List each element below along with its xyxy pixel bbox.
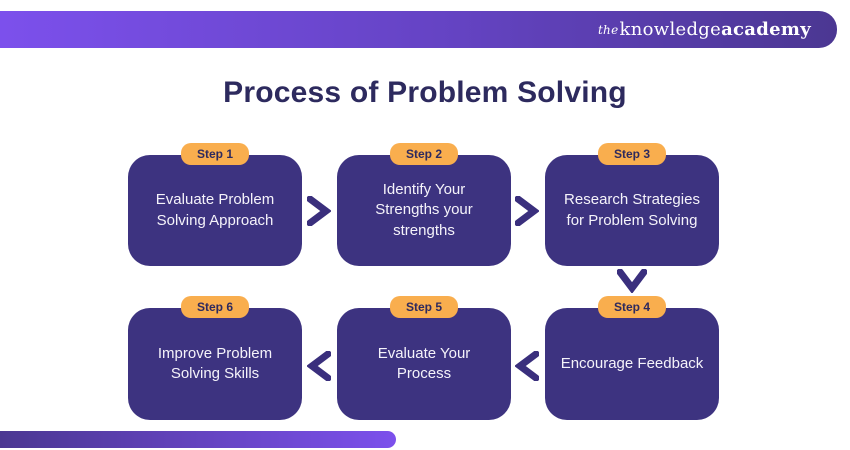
bottom-accent-bar: [0, 431, 396, 448]
step-3-badge: Step 3: [597, 143, 667, 165]
step-1-card: Step 1 Evaluate Problem Solving Approach: [128, 143, 302, 266]
step-6-card: Step 6 Improve Problem Solving Skills: [128, 296, 302, 420]
logo-word-academy: academy: [721, 19, 811, 40]
page-title: Process of Problem Solving: [223, 76, 627, 109]
step-1-box: Evaluate Problem Solving Approach: [128, 155, 302, 266]
step-2-badge: Step 2: [389, 143, 459, 165]
step-4-box: Encourage Feedback: [545, 308, 719, 420]
step-6-badge: Step 6: [180, 296, 250, 318]
step-2-box: Identify Your Strengths your strengths: [337, 155, 511, 266]
arrow-left-step5-to-step6: [307, 351, 331, 381]
arrow-left-step4-to-step5: [515, 351, 539, 381]
logo-word-knowledge: knowledge: [619, 19, 722, 40]
step-5-card: Step 5 Evaluate Your Process: [337, 296, 511, 420]
step-5-box: Evaluate Your Process: [337, 308, 511, 420]
step-5-badge: Step 5: [389, 296, 459, 318]
arrow-right-step1-to-step2: [307, 196, 331, 226]
logo-word-the: the: [597, 22, 619, 37]
step-1-badge: Step 1: [180, 143, 250, 165]
step-3-box: Research Strategies for Problem Solving: [545, 155, 719, 266]
step-4-card: Step 4 Encourage Feedback: [545, 296, 719, 420]
step-3-card: Step 3 Research Strategies for Problem S…: [545, 143, 719, 266]
arrow-down-step3-to-step4: [617, 269, 647, 293]
step-4-badge: Step 4: [597, 296, 667, 318]
arrow-right-step2-to-step3: [515, 196, 539, 226]
step-6-box: Improve Problem Solving Skills: [128, 308, 302, 420]
step-2-card: Step 2 Identify Your Strengths your stre…: [337, 143, 511, 266]
